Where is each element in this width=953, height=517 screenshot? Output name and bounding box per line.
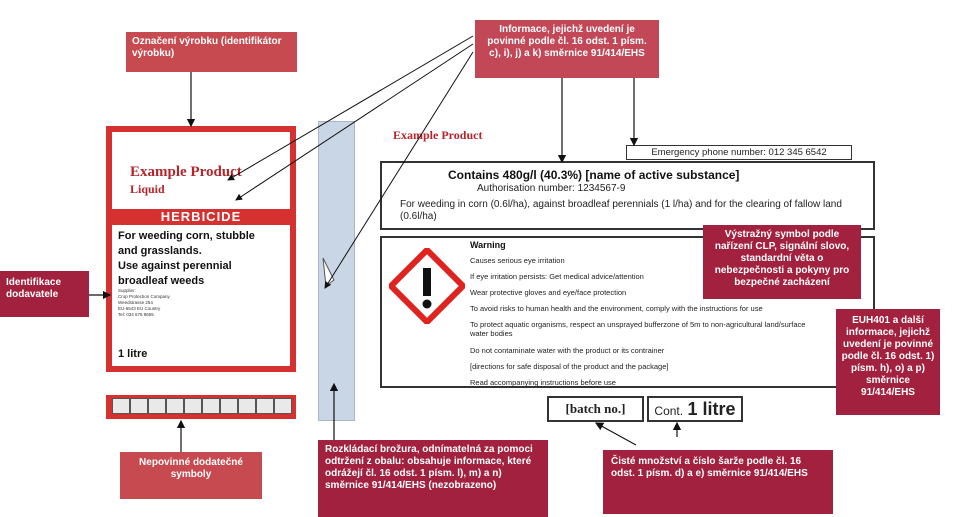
- cont-prefix: Cont.: [654, 404, 684, 418]
- supplier-line: Tel: 034 678 9655: [118, 312, 154, 317]
- hazard-statement: Do not contaminate water with the produc…: [470, 346, 665, 355]
- pictogram-icon: [148, 398, 166, 414]
- pictogram-icon: [112, 398, 130, 414]
- composition-box: Contains 480g/l (40.3%) [name of active …: [380, 161, 875, 230]
- optional-symbols-strip: [106, 395, 296, 419]
- small-label-volume: 1 litre: [118, 348, 148, 360]
- small-label-use-line: Use against perennial: [118, 260, 232, 272]
- pictogram-icon: [274, 398, 292, 414]
- exclamation-hazard-icon: [389, 248, 465, 324]
- callout-euh401: EUH401 a další informace, jejichž uveden…: [836, 309, 940, 415]
- hazard-statements: Causes serious eye irritation If eye irr…: [470, 252, 805, 388]
- emergency-phone: Emergency phone number: 012 345 6542: [651, 147, 827, 158]
- callout-optional-symbols: Nepovinné dodatečné symboly: [120, 452, 262, 499]
- callout-clp-symbols: Výstražný symbol podle nařízení CLP, sig…: [703, 225, 861, 299]
- supplier-line: Supplier:: [118, 288, 136, 293]
- hazard-statement: [directions for safe disposal of the pro…: [470, 362, 669, 371]
- pictogram-icon: [184, 398, 202, 414]
- callout-product-identifier: Označení výrobku (identifikátor výrobku): [126, 32, 297, 72]
- callout-supplier-identification: Identifikace dodavatele: [0, 271, 89, 317]
- small-label-product-name: Example Product: [130, 164, 242, 180]
- hazard-statement: To protect aquatic organisms, respect an…: [470, 320, 806, 338]
- hazard-statement: Read accompanying instructions before us…: [470, 378, 616, 387]
- small-label-use-line: broadleaf weeds: [118, 275, 205, 287]
- supplier-line: Crop Protection Company: [118, 294, 170, 299]
- booklet-strip: [318, 121, 355, 421]
- uses-text: For weeding in corn (0.6l/ha), against b…: [400, 199, 842, 222]
- hazard-statement: To avoid risks to human health and the e…: [470, 304, 763, 313]
- arrow-batch: [594, 422, 637, 446]
- small-label-supplier-block: Supplier: Crop Protection Company Weedst…: [118, 288, 170, 318]
- small-product-label: Example Product Liquid HERBICIDE For wee…: [106, 126, 296, 372]
- emergency-phone-box: Emergency phone number: 012 345 6542: [626, 145, 852, 160]
- small-label-category-banner: HERBICIDE: [112, 209, 290, 225]
- pictogram-icon: [220, 398, 238, 414]
- pictogram-icon: [130, 398, 148, 414]
- small-label-use-text: For weeding corn, stubble and grasslands…: [118, 229, 255, 289]
- callout-article16-info: Informace, jejichž uvedení je povinné po…: [475, 20, 659, 78]
- net-content-box: Cont. 1 litre: [647, 396, 743, 422]
- callout-booklet: Rozkládací brožura, odnímatelná za pomoc…: [318, 440, 548, 517]
- contains-text: Contains 480g/l (40.3%) [name of active …: [448, 168, 740, 182]
- pictogram-icon: [256, 398, 274, 414]
- small-label-use-line: For weeding corn, stubble: [118, 230, 255, 242]
- callout-quantity-batch: Čisté množství a číslo šarže podle čl. 1…: [603, 450, 833, 514]
- small-label-use-line: and grasslands.: [118, 245, 202, 257]
- small-label-product-form: Liquid: [130, 182, 165, 196]
- pictogram-icon: [166, 398, 184, 414]
- small-label-category: HERBICIDE: [160, 209, 242, 224]
- hazard-statement: If eye irritation persists: Get medical …: [470, 272, 644, 281]
- batch-number: [batch no.]: [565, 401, 626, 416]
- tear-tab-icon: [322, 257, 335, 287]
- pictogram-icon: [238, 398, 256, 414]
- large-label-product-name: Example Product: [393, 128, 483, 142]
- pictogram-icon: [202, 398, 220, 414]
- signal-word: Warning: [470, 240, 506, 250]
- supplier-line: EU-6543 EU Country: [118, 306, 161, 311]
- hazard-statement: Causes serious eye irritation: [470, 256, 565, 265]
- hazard-statement: Wear protective gloves and eye/face prot…: [470, 288, 627, 297]
- authorisation-number: Authorisation number: 1234567-9: [477, 183, 626, 194]
- cont-value: 1 litre: [687, 399, 736, 419]
- supplier-line: Weedstrasse 254: [118, 300, 153, 305]
- batch-number-box: [batch no.]: [547, 396, 644, 422]
